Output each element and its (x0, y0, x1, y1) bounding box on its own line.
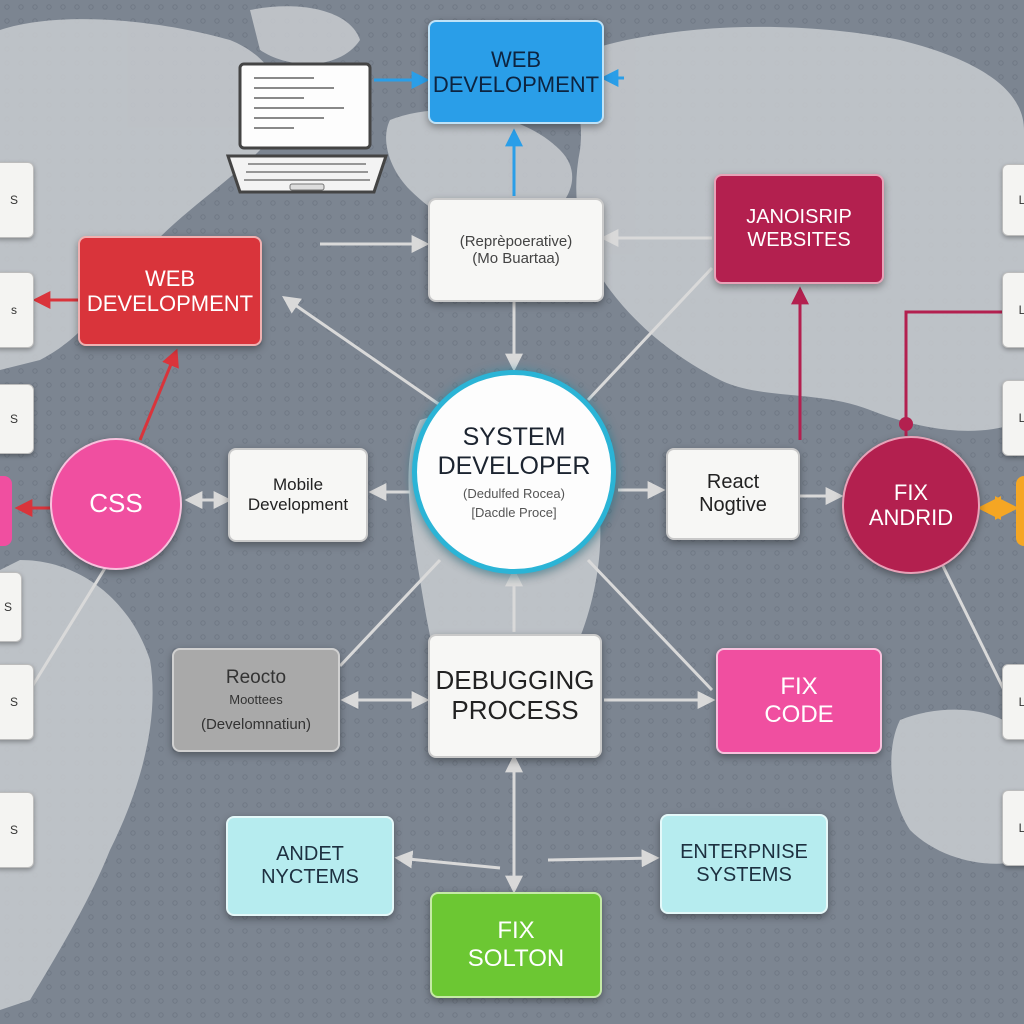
node-fix-android-line2: ANDRID (868, 505, 954, 530)
edge-card-right-4: L (1002, 664, 1024, 740)
connector-center-websites (586, 266, 714, 402)
node-fix-android[interactable]: FIX ANDRID (842, 436, 980, 574)
node-debugging-process[interactable]: DEBUGGING PROCESS (428, 634, 602, 758)
node-system-developer[interactable]: SYSTEM DEVELOPER (Dedulfed Rocea) [Dacdl… (412, 370, 616, 574)
map-greenland (250, 6, 360, 64)
laptop-code-lines (254, 77, 344, 129)
node-enterprise-systems-line1: ENTERPNISE (680, 841, 808, 863)
connector-center-web-left (282, 295, 441, 407)
connector-solution-enterprise (547, 849, 660, 868)
laptop-base (225, 154, 389, 194)
arrow-android-dot (899, 417, 913, 431)
node-web-development-left-line1: WEB (144, 265, 196, 291)
connector-android-right-card (938, 559, 1006, 691)
laptop-icon (224, 60, 390, 196)
connector-andet-solution (394, 850, 501, 870)
node-react-native[interactable]: React Nogtive (666, 448, 800, 540)
node-debugging-process-line2: PROCESS (451, 695, 579, 725)
map-south-america (0, 560, 153, 1010)
node-fix-android-line1: FIX (893, 479, 929, 505)
node-enterprise-systems[interactable]: ENTERPNISE SYSTEMS (660, 814, 828, 914)
edge-card-right-2: L (1002, 272, 1024, 348)
edge-card-left-5-text: S (9, 695, 18, 709)
node-fix-code[interactable]: FIX CODE (716, 648, 882, 754)
node-fix-code-line2: CODE (764, 701, 834, 728)
connector-center-reocto (338, 558, 442, 668)
edge-card-left-2: s (0, 272, 34, 348)
edge-card-right-5-text: L (1019, 821, 1024, 835)
edge-orange-tab-right (1016, 476, 1024, 546)
node-andet-systems-line1: ANDET (276, 843, 344, 865)
node-representative[interactable]: (Reprèpoerative) (Mo Buartaa) (428, 198, 604, 302)
node-react-native-line2: Nogtive (699, 494, 767, 516)
node-fix-solution-line1: FIX (497, 917, 535, 945)
edge-card-left-4-text: S (3, 600, 12, 614)
edge-card-right-3-text: L (1019, 411, 1024, 425)
edge-card-right-2-text: L (1019, 303, 1024, 317)
node-system-developer-line3: (Dedulfed Rocea) (463, 485, 565, 501)
arrow-android-right-card (904, 310, 1002, 436)
edge-card-right-3: L (1002, 380, 1024, 456)
node-system-developer-line2: DEVELOPER (437, 452, 591, 481)
node-representative-line1: (Reprèpoerative) (459, 232, 573, 250)
edge-card-left-6-text: S (9, 823, 18, 837)
edge-card-left-4: S (0, 572, 22, 642)
laptop-keyboard (244, 163, 370, 181)
node-andet-systems[interactable]: ANDET NYCTEMS (226, 816, 394, 916)
node-websites-line1: JANOISRIP (746, 206, 852, 228)
node-fix-solution[interactable]: FIX SOLTON (430, 892, 602, 998)
edge-card-left-1-text: S (9, 193, 18, 207)
edge-card-right-5: L (1002, 790, 1024, 866)
edge-card-left-5: S (0, 664, 34, 740)
arrow-css-web-left (138, 348, 179, 441)
node-mobile-development[interactable]: Mobile Development (228, 448, 368, 542)
edge-card-left-3: S (0, 384, 34, 454)
node-mobile-development-line1: Mobile (272, 475, 324, 495)
connectors (28, 229, 1006, 894)
node-css[interactable]: CSS (50, 438, 182, 570)
edge-card-left-3-text: S (9, 412, 18, 426)
node-web-development-left-line2: DEVELOPMENT (86, 291, 254, 316)
connector-css-left-card (28, 559, 112, 691)
node-system-developer-line4: [Dacdle Proce] (471, 504, 557, 520)
laptop-screen (238, 62, 372, 150)
node-react-native-line1: React (706, 471, 760, 493)
edge-card-right-4-text: L (1019, 695, 1024, 709)
node-representative-line2: (Mo Buartaa) (472, 250, 560, 267)
node-andet-systems-line2: NYCTEMS (261, 866, 359, 888)
laptop-trackpad (289, 183, 325, 191)
map-north-america (0, 19, 282, 371)
node-web-development-left[interactable]: WEB DEVELOPMENT (78, 236, 262, 346)
edge-card-right-1-text: L (1019, 193, 1024, 207)
node-reocto-development[interactable]: Reocto Moottees (Develomnatiun) (172, 648, 340, 752)
node-fix-code-line1: FIX (780, 673, 818, 701)
node-reocto-development-line1: Reocto (225, 666, 287, 688)
connector-center-fix-code (586, 558, 714, 692)
node-reocto-development-line3: (Develomnatiun) (200, 715, 312, 733)
node-web-development-top[interactable]: WEB DEVELOPMENT (428, 20, 604, 124)
edge-card-left-1: S (0, 162, 34, 238)
edge-pink-tab-left (0, 476, 12, 546)
node-fix-solution-line2: SOLTON (467, 945, 565, 972)
node-mobile-development-line2: Development (247, 495, 349, 514)
node-debugging-process-line1: DEBUGGING (435, 665, 595, 696)
node-css-label: CSS (89, 488, 143, 519)
node-websites-line2: WEBSITES (747, 229, 851, 251)
edge-card-right-1: L (1002, 164, 1024, 236)
edge-card-left-2-text: s (11, 303, 17, 317)
node-enterprise-systems-line2: SYSTEMS (696, 864, 792, 886)
laptop-graphic (225, 62, 389, 194)
node-web-development-top-line1: WEB (490, 46, 542, 72)
node-system-developer-line1: SYSTEM (462, 423, 566, 452)
node-reocto-development-line2: Moottees (229, 691, 283, 707)
node-web-development-top-line2: DEVELOPMENT (432, 72, 600, 97)
edge-card-left-6: S (0, 792, 34, 868)
node-websites[interactable]: JANOISRIP WEBSITES (714, 174, 884, 284)
map-australia (891, 709, 1024, 864)
